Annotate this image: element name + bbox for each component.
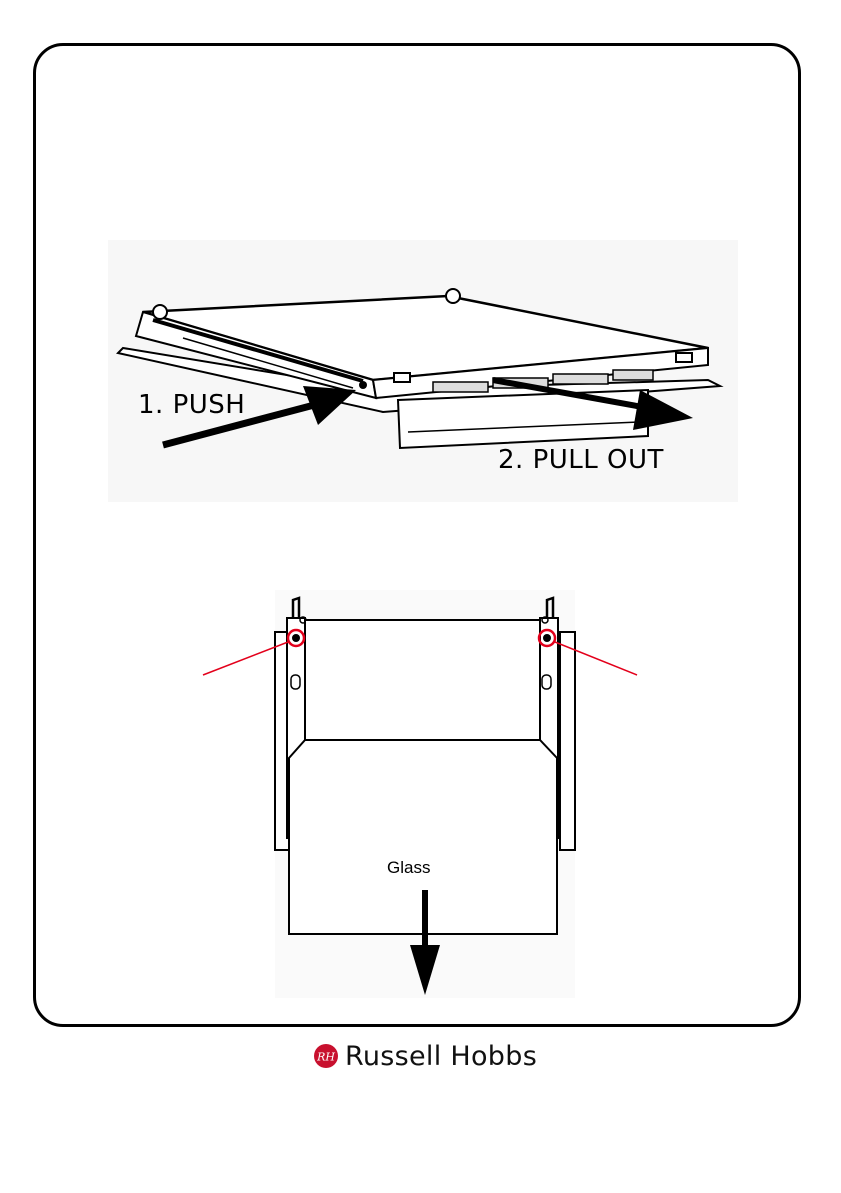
push-label: 1. PUSH	[138, 390, 245, 420]
brand-name: Russell Hobbs	[345, 1041, 537, 1072]
glass-removal-figure: Glass	[275, 590, 575, 998]
push-pull-figure: 1. PUSH 2. PULL OUT	[108, 240, 738, 502]
brand-footer: RH Russell Hobbs	[313, 1038, 537, 1074]
pull-out-label: 2. PULL OUT	[498, 445, 664, 475]
logo-monogram: RH	[316, 1051, 335, 1064]
russell-hobbs-logo-icon: RH	[313, 1043, 339, 1069]
door-frame-drawing	[275, 590, 575, 998]
glass-label: Glass	[387, 858, 430, 878]
